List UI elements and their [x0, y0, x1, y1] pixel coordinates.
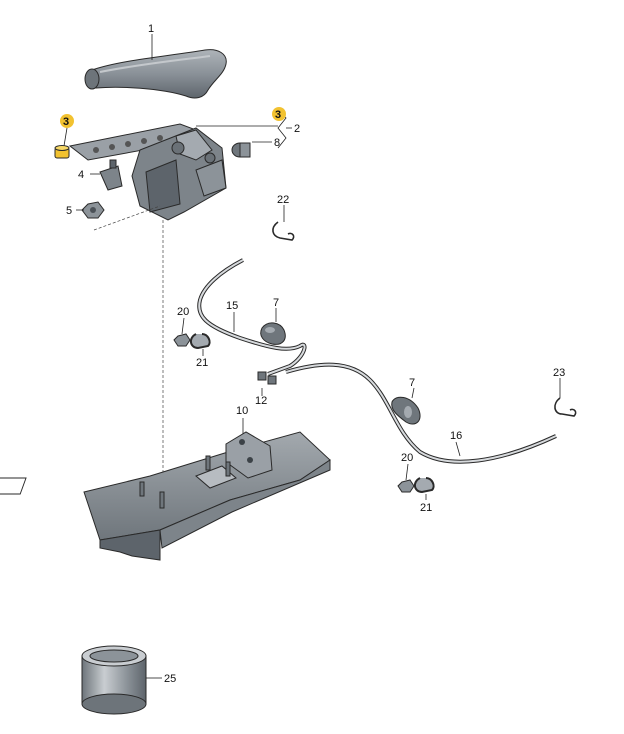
brake-cable-icon [285, 362, 557, 464]
label-4: 4 [78, 169, 84, 181]
clip-icon [257, 371, 277, 385]
label-16: 16 [450, 430, 462, 442]
label-21a: 21 [196, 357, 208, 369]
label-8: 8 [274, 137, 280, 149]
label-22: 22 [277, 194, 289, 206]
clamp-icon [414, 477, 435, 494]
label-15: 15 [226, 300, 238, 312]
nut-icon [81, 201, 105, 219]
brake-cable-icon [197, 258, 307, 376]
spring-clip-icon [272, 221, 295, 241]
label-25: 25 [164, 673, 176, 685]
highlight-3b [272, 107, 286, 121]
label-23: 23 [553, 367, 565, 379]
leader-7b [411, 387, 415, 399]
cap-icon [231, 142, 251, 158]
nut-icon [397, 479, 415, 493]
leader-20a [181, 317, 185, 335]
label-7b: 7 [409, 377, 415, 389]
label-20b: 20 [401, 452, 413, 464]
grease-tin-icon [81, 645, 147, 715]
spring-clip-icon [554, 397, 577, 417]
label-12: 12 [255, 395, 267, 407]
lever-assembly-icon [68, 123, 227, 221]
label-2: 2 [294, 123, 300, 135]
label-21b: 21 [420, 502, 432, 514]
dash-5 [93, 205, 161, 231]
clamp-icon [190, 333, 211, 350]
label-7a: 7 [273, 297, 279, 309]
label-3b: 3 [275, 109, 281, 121]
label-5: 5 [66, 205, 72, 217]
floor-mount-icon [0, 431, 331, 561]
bracket-icon [99, 159, 123, 191]
label-1: 1 [148, 23, 154, 35]
grommet-icon [260, 322, 286, 345]
grommet-icon [391, 396, 421, 425]
label-20a: 20 [177, 306, 189, 318]
bushing-icon [54, 145, 70, 159]
leader-3a [63, 127, 68, 147]
label-3a: 3 [63, 116, 69, 128]
highlight-3a [60, 114, 74, 128]
leader-20b [405, 463, 409, 481]
leader-16 [455, 441, 461, 457]
nut-icon [173, 333, 191, 347]
handbrake-grip-icon [84, 49, 227, 99]
label-10: 10 [236, 405, 248, 417]
